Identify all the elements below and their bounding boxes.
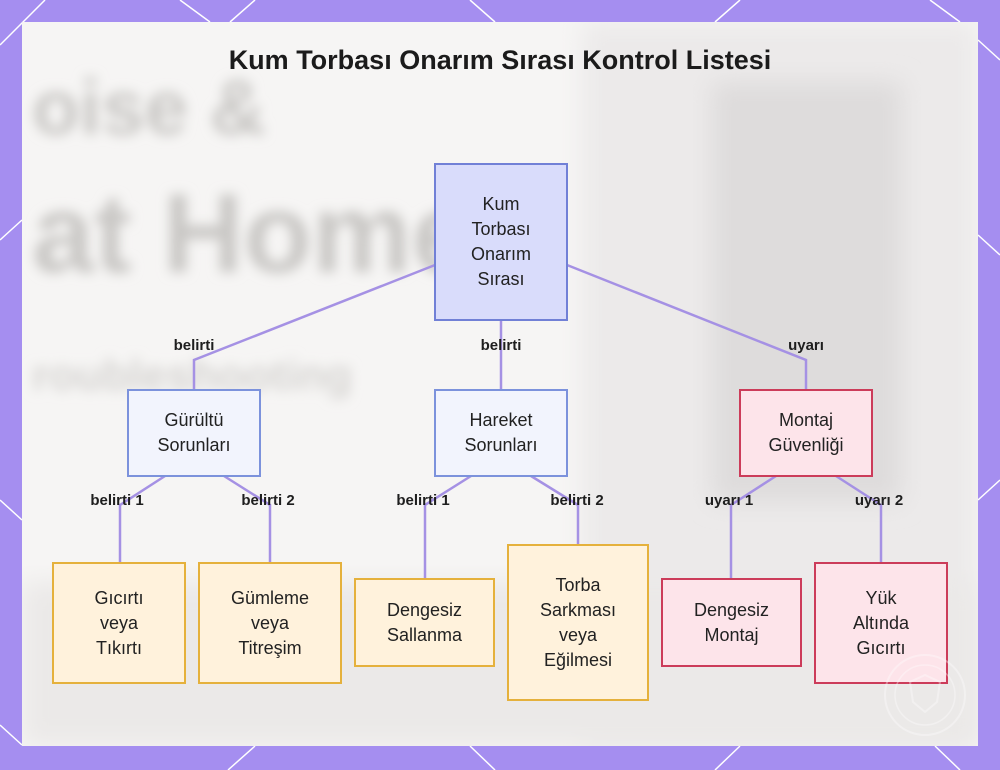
edge-root-noise (194, 265, 435, 390)
node-noise-issues[interactable]: Gürültü Sorunları (127, 389, 261, 477)
edge-label-motion-sag: belirti 2 (550, 492, 603, 509)
node-bag-sag-label: Torba Sarkması veya Eğilmesi (531, 573, 626, 673)
node-root[interactable]: Kum Torbası Onarım Sırası (434, 163, 568, 321)
edge-label-mount-loadsqueak: uyarı 2 (855, 492, 903, 509)
edge-label-motion-wobble: belirti 1 (396, 492, 449, 509)
edge-label-noise-squeak: belirti 1 (90, 492, 143, 509)
node-squeak-rattle-label: Gıcırtı veya Tıkırtı (79, 586, 159, 661)
edge-label-mount-unbalanced: uyarı 1 (705, 492, 753, 509)
node-mount-safety-label: Montaj Güvenliği (751, 408, 861, 458)
edge-root-mount (567, 265, 806, 390)
node-mount-safety[interactable]: Montaj Güvenliği (739, 389, 873, 477)
node-squeak-rattle[interactable]: Gıcırtı veya Tıkırtı (52, 562, 186, 684)
node-root-label: Kum Torbası Onarım Sırası (456, 192, 546, 292)
node-thump-vibration[interactable]: Gümleme veya Titreşim (198, 562, 342, 684)
node-thump-vibration-label: Gümleme veya Titreşim (220, 586, 320, 661)
node-unbalanced-mount-label: Dengesiz Montaj (682, 598, 782, 648)
edge-label-noise-thump: belirti 2 (241, 492, 294, 509)
node-unbalanced-swing[interactable]: Dengesiz Sallanma (354, 578, 495, 667)
watermark-seal-icon (880, 650, 970, 740)
edge-noise-squeak (120, 476, 165, 563)
node-unbalanced-mount[interactable]: Dengesiz Montaj (661, 578, 802, 667)
edge-mount-loadsqueak (836, 476, 881, 563)
node-noise-issues-label: Gürültü Sorunları (139, 408, 249, 458)
edge-label-root-mount: uyarı (788, 337, 824, 354)
edge-noise-thump (224, 476, 270, 563)
node-bag-sag[interactable]: Torba Sarkması veya Eğilmesi (507, 544, 649, 701)
node-motion-issues-label: Hareket Sorunları (446, 408, 556, 458)
edge-label-root-motion: belirti (481, 337, 522, 354)
edge-label-root-noise: belirti (174, 337, 215, 354)
node-motion-issues[interactable]: Hareket Sorunları (434, 389, 568, 477)
edge-motion-sag (531, 476, 578, 545)
node-unbalanced-swing-label: Dengesiz Sallanma (375, 598, 475, 648)
